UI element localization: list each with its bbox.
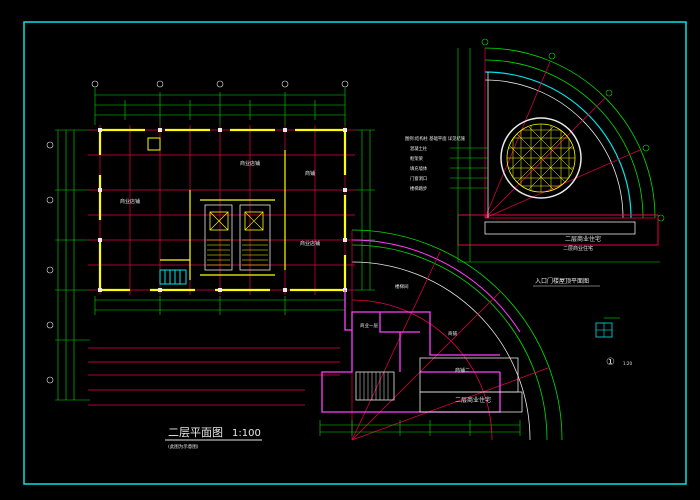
detail-callout: ① 1:20 [595, 317, 632, 368]
main-plan-title: 二层平面图 [168, 426, 223, 439]
legend-item: 框架梁 [410, 155, 424, 162]
right-dimension-lines [355, 129, 375, 291]
dome-skylight [500, 117, 582, 199]
wing-block-bottom [419, 391, 523, 413]
room-label: 商铺 [305, 170, 315, 177]
wing-label-right: 二层商业住宅 [563, 245, 593, 252]
entrance-legend: 图例:结构柱 基础平面 详见结施 混凝土柱 框架梁 填充墙体 门窗洞口 楼梯踏步 [405, 135, 488, 192]
room-label: 商业一层 [360, 322, 378, 329]
bottom-dimension-lines [94, 296, 346, 315]
stair-core [204, 204, 271, 271]
curved-wing-plan: 商铺二 商业一层 商铺 楼梯间 二层商业住宅 [319, 229, 563, 441]
room-label: 楼梯间 [395, 283, 409, 290]
main-plan-scale: 1:100 [232, 428, 261, 439]
exterior-walls [98, 128, 347, 292]
main-floor-plan: 商业店铺 商业店铺 商铺 商业店铺 二层平面图 1:100 (此图为示意图) [46, 80, 375, 450]
drawing-frame [23, 21, 687, 485]
legend-item: 混凝土柱 [410, 145, 428, 152]
entrance-axis-bubbles [481, 38, 665, 222]
detail-marker-scale: 1:20 [623, 361, 632, 366]
wing-outline [321, 290, 501, 413]
entrance-room-label: 二层商业住宅 [565, 235, 601, 243]
wing-bottom-dimensions [319, 420, 521, 436]
main-plan-note: (此图为示意图) [168, 443, 199, 450]
room-label: 商铺二 [455, 367, 470, 374]
entrance-plan-title: 入口门楼屋顶平面图 [535, 277, 589, 285]
entrance-radials [484, 48, 655, 219]
entrance-base [457, 48, 660, 263]
roof-hatch [147, 137, 161, 151]
legend-item: 填充墙体 [410, 165, 428, 172]
room-label: 商业店铺 [240, 160, 260, 167]
entrance-roof-plan: 图例:结构柱 基础平面 详见结施 混凝土柱 框架梁 填充墙体 门窗洞口 楼梯踏步… [405, 38, 665, 287]
interior-walls [160, 150, 286, 280]
legend-item: 楼梯踏步 [410, 185, 428, 192]
legend-title: 图例:结构柱 基础平面 详见结施 [405, 135, 466, 142]
wing-stairs [355, 371, 395, 401]
room-label: 商铺 [448, 330, 457, 337]
legend-item: 门窗洞口 [410, 175, 427, 182]
detail-marker: ① [606, 357, 615, 368]
left-dimension-lines [55, 129, 90, 401]
room-label: 商业店铺 [120, 198, 140, 205]
top-axis-bubbles [91, 80, 349, 88]
room-label: 商业店铺 [300, 240, 320, 247]
left-axis-bubbles [46, 141, 54, 384]
stair-windows [159, 269, 187, 285]
wing-label-bottom: 二层商业住宅 [455, 396, 491, 404]
top-dimension-lines [94, 88, 346, 125]
structural-columns [98, 128, 347, 292]
